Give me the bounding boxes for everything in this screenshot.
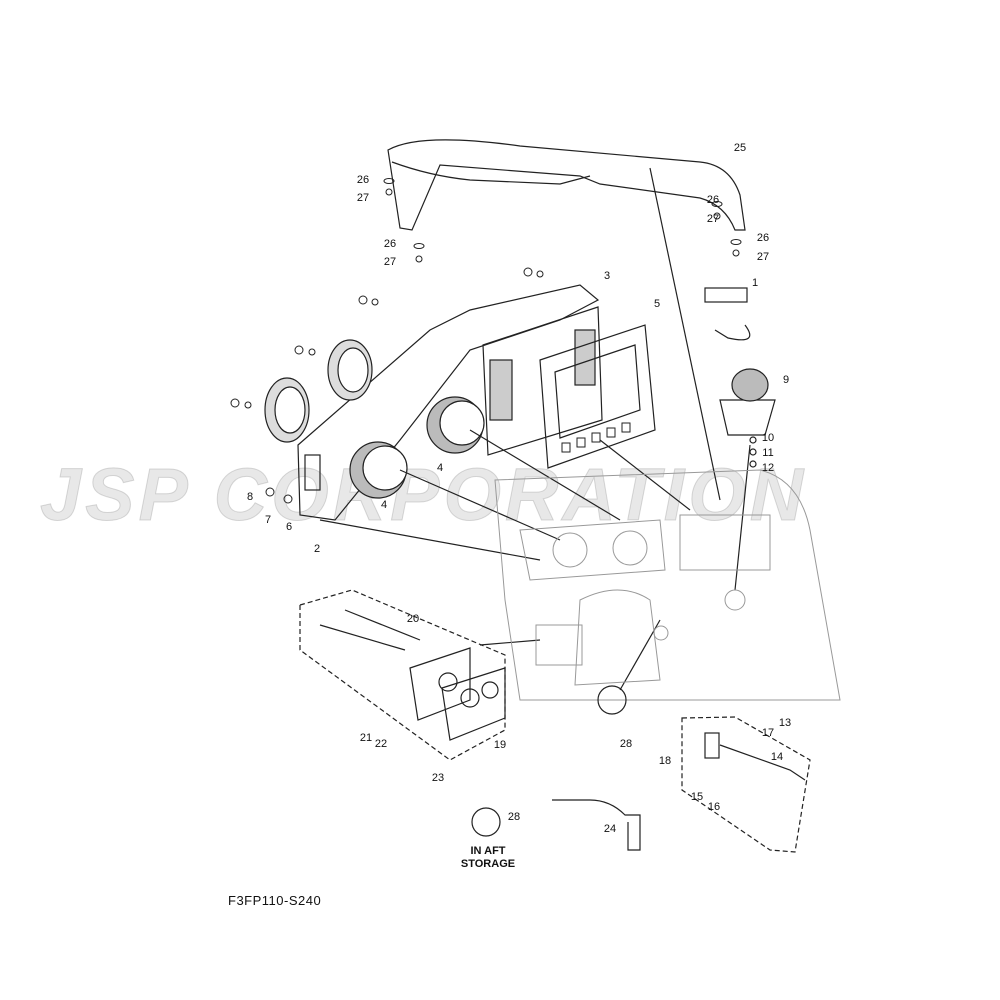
callout-7[interactable]: 7 (264, 514, 272, 526)
display-bezel (482, 306, 603, 456)
callout-28[interactable]: 28 (619, 738, 633, 750)
callout-17[interactable]: 17 (761, 727, 775, 739)
callout-27[interactable]: 27 (356, 192, 370, 204)
display-unit (539, 324, 656, 469)
callout-13[interactable]: 13 (778, 717, 792, 729)
callout-24[interactable]: 24 (603, 823, 617, 835)
callout-26[interactable]: 26 (383, 238, 397, 250)
callout-27[interactable]: 27 (706, 213, 720, 225)
callout-4[interactable]: 4 (436, 462, 444, 474)
callout-4[interactable]: 4 (380, 499, 388, 511)
callout-19[interactable]: 19 (493, 739, 507, 751)
dash-cover (387, 139, 746, 231)
callout-3[interactable]: 3 (603, 270, 611, 282)
callout-11[interactable]: 11 (762, 447, 774, 459)
callout-27[interactable]: 27 (383, 256, 397, 268)
callout-6[interactable]: 6 (285, 521, 293, 533)
callout-25[interactable]: 25 (733, 142, 747, 154)
callout-16[interactable]: 16 (707, 801, 721, 813)
callout-10[interactable]: 10 (761, 432, 775, 444)
callout-14[interactable]: 14 (770, 751, 784, 763)
callout-2[interactable]: 2 (313, 543, 321, 555)
callout-26[interactable]: 26 (706, 194, 720, 206)
diagram-code: F3FP110-S240 (228, 893, 322, 908)
callout-12[interactable]: 12 (761, 462, 775, 474)
callout-27[interactable]: 27 (756, 251, 770, 263)
sensor-unit (704, 287, 748, 303)
callout-26[interactable]: 26 (356, 174, 370, 186)
callout-15[interactable]: 15 (690, 791, 704, 803)
callout-9[interactable]: 9 (782, 374, 790, 386)
callout-28[interactable]: 28 (507, 811, 521, 823)
storage-note-line2: STORAGE (460, 858, 516, 870)
gauges (349, 396, 485, 499)
callout-18[interactable]: 18 (658, 755, 672, 767)
callout-8[interactable]: 8 (246, 491, 254, 503)
callout-23[interactable]: 23 (431, 772, 445, 784)
callout-5[interactable]: 5 (653, 298, 661, 310)
callout-21[interactable]: 21 (359, 732, 373, 744)
storage-note-line1: IN AFT (470, 845, 506, 857)
callout-22[interactable]: 22 (374, 738, 388, 750)
callout-1[interactable]: 1 (751, 277, 759, 289)
callout-26[interactable]: 26 (756, 232, 770, 244)
callout-20[interactable]: 20 (406, 613, 420, 625)
watermark-logo: JSP CORPORATION (39, 453, 808, 537)
